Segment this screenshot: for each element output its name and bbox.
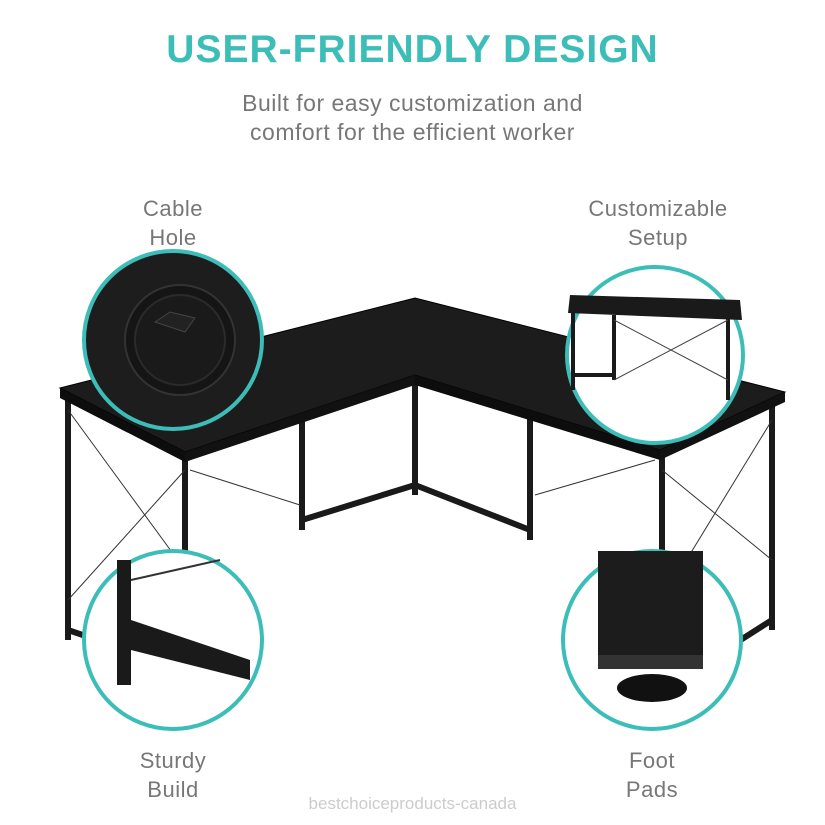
label-line: Foot — [628, 748, 676, 773]
customizable-setup-icon — [565, 265, 745, 445]
cable-hole-icon — [82, 249, 264, 431]
subtitle-line-2: comfort for the efficient worker — [250, 119, 575, 145]
feature-label-sturdy-build: Sturdy Build — [73, 746, 273, 804]
label-line: Sturdy — [139, 748, 207, 773]
label-line: Hole — [149, 225, 197, 250]
label-line: Pads — [625, 777, 679, 802]
foot-pad-icon — [561, 549, 743, 731]
sturdy-build-icon — [82, 549, 264, 731]
label-line: Build — [147, 777, 199, 802]
label-line: Setup — [628, 225, 688, 250]
feature-label-cable-hole: Cable Hole — [73, 194, 273, 252]
subtitle-line-1: Built for easy customization and — [242, 90, 583, 116]
label-line: Customizable — [588, 196, 728, 221]
feature-label-customizable-setup: Customizable Setup — [558, 194, 758, 252]
label-line: Cable — [143, 196, 203, 221]
watermark: bestchoiceproducts-canada — [308, 794, 517, 813]
page-title: USER-FRIENDLY DESIGN — [166, 28, 659, 71]
feature-label-foot-pads: Foot Pads — [552, 746, 752, 804]
